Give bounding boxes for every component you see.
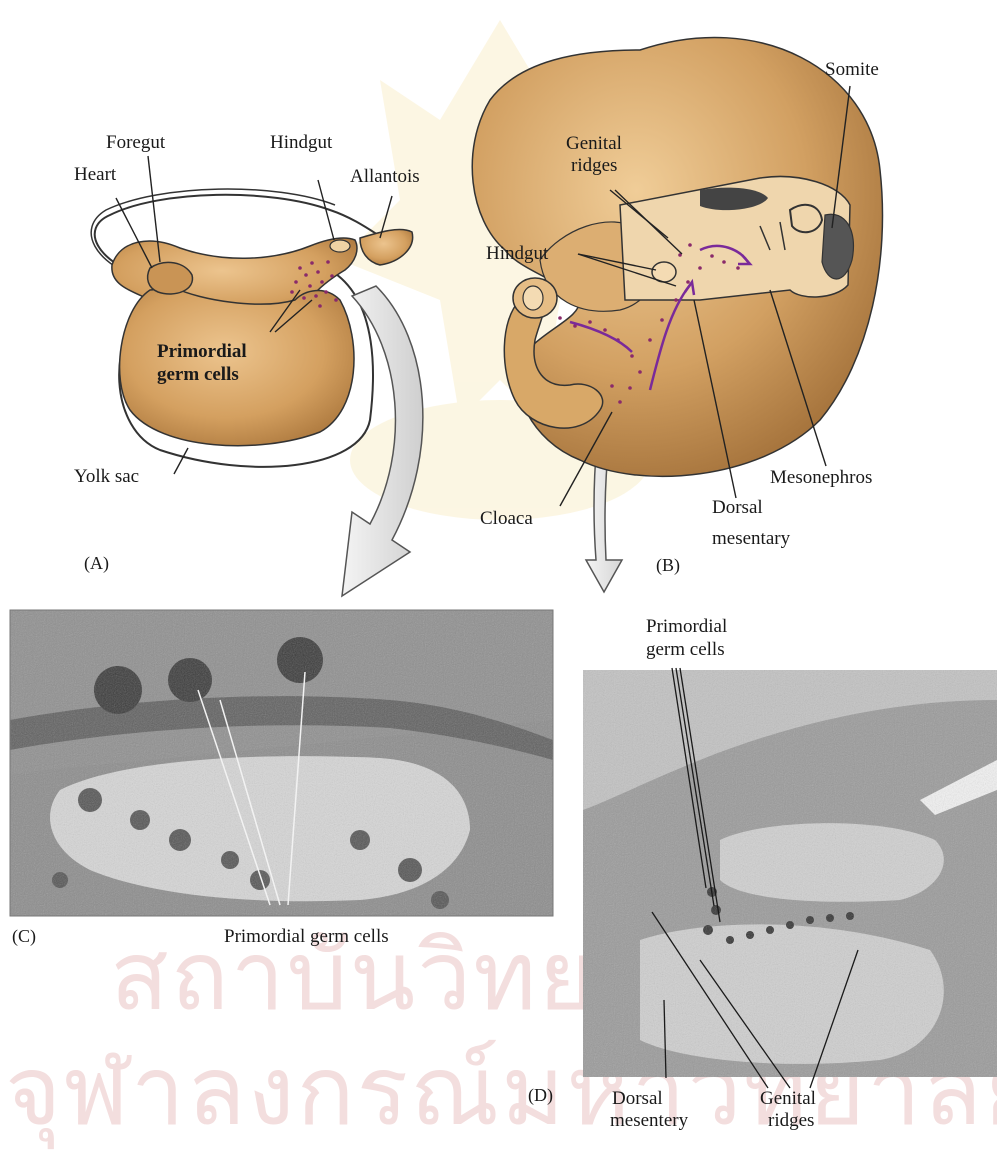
label-dorsal-mesentary-line-1: Dorsal xyxy=(712,497,763,519)
label-heart: Heart xyxy=(74,164,116,186)
label-primordial-germ-cells-d-line-1: Primordial xyxy=(646,616,727,638)
label-allantois: Allantois xyxy=(350,166,420,188)
label-genital-ridges-d-line-1: Genital xyxy=(760,1088,816,1110)
label-genital-ridges-d-line-2: ridges xyxy=(768,1110,814,1132)
panel-d-micrograph xyxy=(583,668,997,1088)
panel-letter-a: (A) xyxy=(84,553,109,574)
panel-letter-c: (C) xyxy=(12,926,36,947)
label-hindgut-b: Hindgut xyxy=(486,243,548,265)
label-foregut: Foregut xyxy=(106,132,165,154)
panel-letter-b: (B) xyxy=(656,555,680,576)
panel-c-micrograph xyxy=(10,610,553,916)
label-dorsal-mesentery-d-line-1: Dorsal xyxy=(612,1088,663,1110)
label-genital-ridges-b-line-2: ridges xyxy=(571,155,617,177)
label-mesonephros: Mesonephros xyxy=(770,467,872,489)
label-yolk-sac: Yolk sac xyxy=(74,466,139,488)
label-dorsal-mesentery-d-line-2: mesentery xyxy=(610,1110,688,1132)
label-dorsal-mesentary-line-2: mesentary xyxy=(712,528,790,550)
label-primordial-germ-cells-c: Primordial germ cells xyxy=(224,926,389,948)
label-somite: Somite xyxy=(825,59,879,81)
label-primordial-germ-cells-a-line-2: germ cells xyxy=(157,364,239,386)
label-cloaca: Cloaca xyxy=(480,508,533,530)
panel-a-embryo xyxy=(91,189,412,467)
label-hindgut-a: Hindgut xyxy=(270,132,332,154)
label-primordial-germ-cells-a-line-1: Primordial xyxy=(157,341,247,363)
label-primordial-germ-cells-d-line-2: germ cells xyxy=(646,639,725,661)
panel-letter-d: (D) xyxy=(528,1085,553,1106)
label-genital-ridges-b-line-1: Genital xyxy=(566,133,622,155)
